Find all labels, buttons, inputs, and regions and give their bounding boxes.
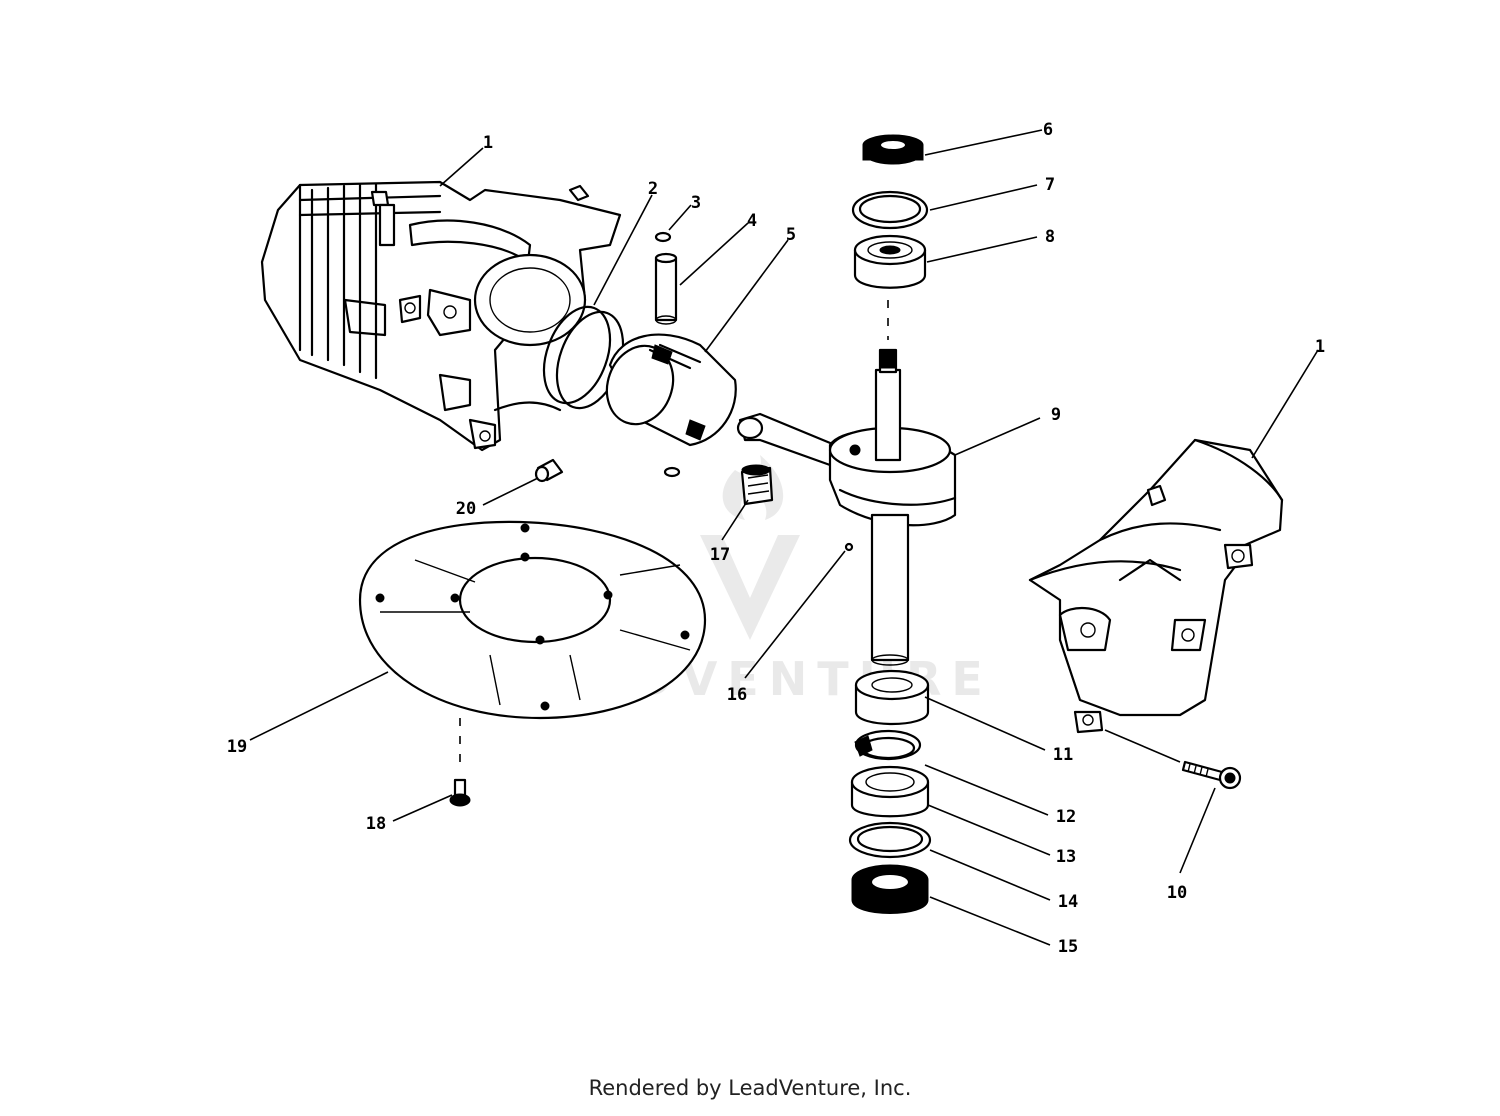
footer-credit: Rendered by LeadVenture, Inc. [588, 1076, 912, 1100]
callout-14: 14 [1058, 892, 1078, 912]
retaining-ring-top [654, 231, 672, 243]
callout-13: 13 [1056, 847, 1076, 867]
callout-6: 6 [1043, 120, 1053, 140]
screw-18 [449, 778, 471, 807]
callout-labels: 1 2 3 4 5 6 7 8 9 1 10 11 12 13 14 15 16… [227, 120, 1325, 957]
ball-bearing-lower [850, 765, 930, 818]
piston [605, 333, 737, 447]
leader-lines [249, 129, 1319, 946]
callout-11: 11 [1053, 745, 1073, 765]
callout-2: 2 [648, 179, 658, 199]
crankshaft-seal-lower [854, 669, 930, 726]
crankcase-cover-dowel-20 [534, 458, 564, 483]
callout-10: 10 [1167, 883, 1187, 903]
engine-block-left [260, 180, 622, 452]
bolt-10 [1181, 760, 1242, 790]
callout-1-right: 1 [1315, 337, 1325, 357]
key-pin-16 [844, 542, 854, 552]
retaining-ring-bottom [663, 466, 681, 478]
callout-7: 7 [1045, 175, 1055, 195]
callout-4: 4 [747, 211, 757, 231]
callout-3: 3 [691, 193, 701, 213]
mounting-plate [358, 520, 707, 720]
callout-18: 18 [366, 814, 386, 834]
wrist-pin [654, 252, 678, 325]
callout-9: 9 [1051, 405, 1061, 425]
callout-17: 17 [710, 545, 730, 565]
crankshaft-seal-bottom [851, 864, 929, 914]
callout-15: 15 [1058, 937, 1078, 957]
ball-bearing-top [853, 234, 927, 289]
callout-1-left: 1 [483, 133, 493, 153]
crankshaft-seal-top [862, 134, 924, 165]
callout-12: 12 [1056, 807, 1076, 827]
callout-5: 5 [786, 225, 796, 245]
retainer-ring-lower [848, 821, 932, 859]
retainer-ring-top [851, 190, 929, 230]
callout-16: 16 [727, 685, 747, 705]
crankcase-right [1028, 438, 1284, 734]
callout-19: 19 [227, 737, 247, 757]
needle-bearing [740, 464, 774, 506]
callout-20: 20 [456, 499, 476, 519]
crankshaft-assembly [736, 348, 957, 666]
callout-8: 8 [1045, 227, 1055, 247]
snap-ring [854, 729, 922, 761]
